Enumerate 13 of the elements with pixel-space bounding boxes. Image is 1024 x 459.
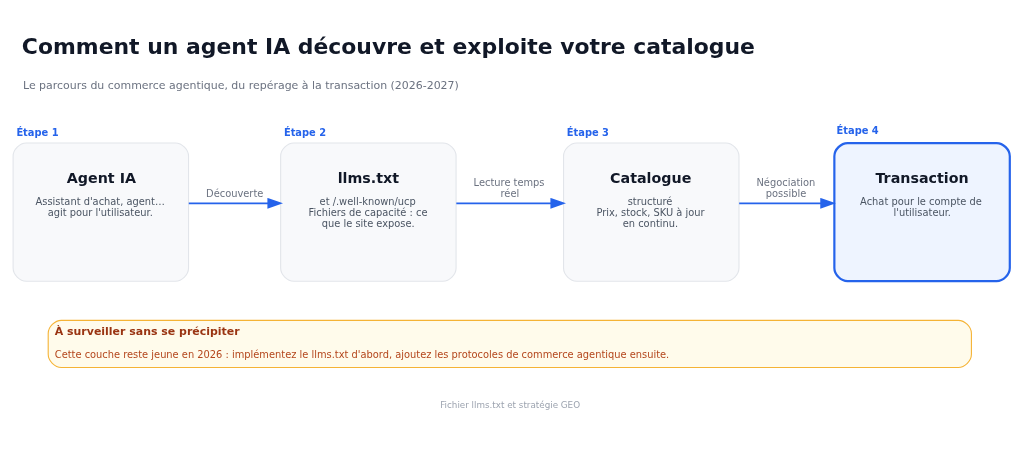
node-label: Étape 3 xyxy=(566,126,609,138)
edge-label: Découverte xyxy=(206,187,264,199)
arrow xyxy=(187,197,283,209)
node-label: Étape 1 xyxy=(16,126,59,138)
caption: Fichier llms.txt et stratégie GEO xyxy=(440,399,581,410)
arrow xyxy=(738,197,836,209)
node-label: Étape 4 xyxy=(836,125,879,137)
diagram-title: Comment un agent IA découvre et exploite votre catalogue xyxy=(21,34,755,60)
arrow xyxy=(455,197,566,209)
edge-label: Négociation possible xyxy=(756,177,816,199)
node-label: Étape 2 xyxy=(283,126,327,138)
edge-label: Lecture temps réel xyxy=(473,177,545,199)
label: Le parcours du commerce agentique, du repérage à la transaction (2026-2027) xyxy=(22,78,459,92)
